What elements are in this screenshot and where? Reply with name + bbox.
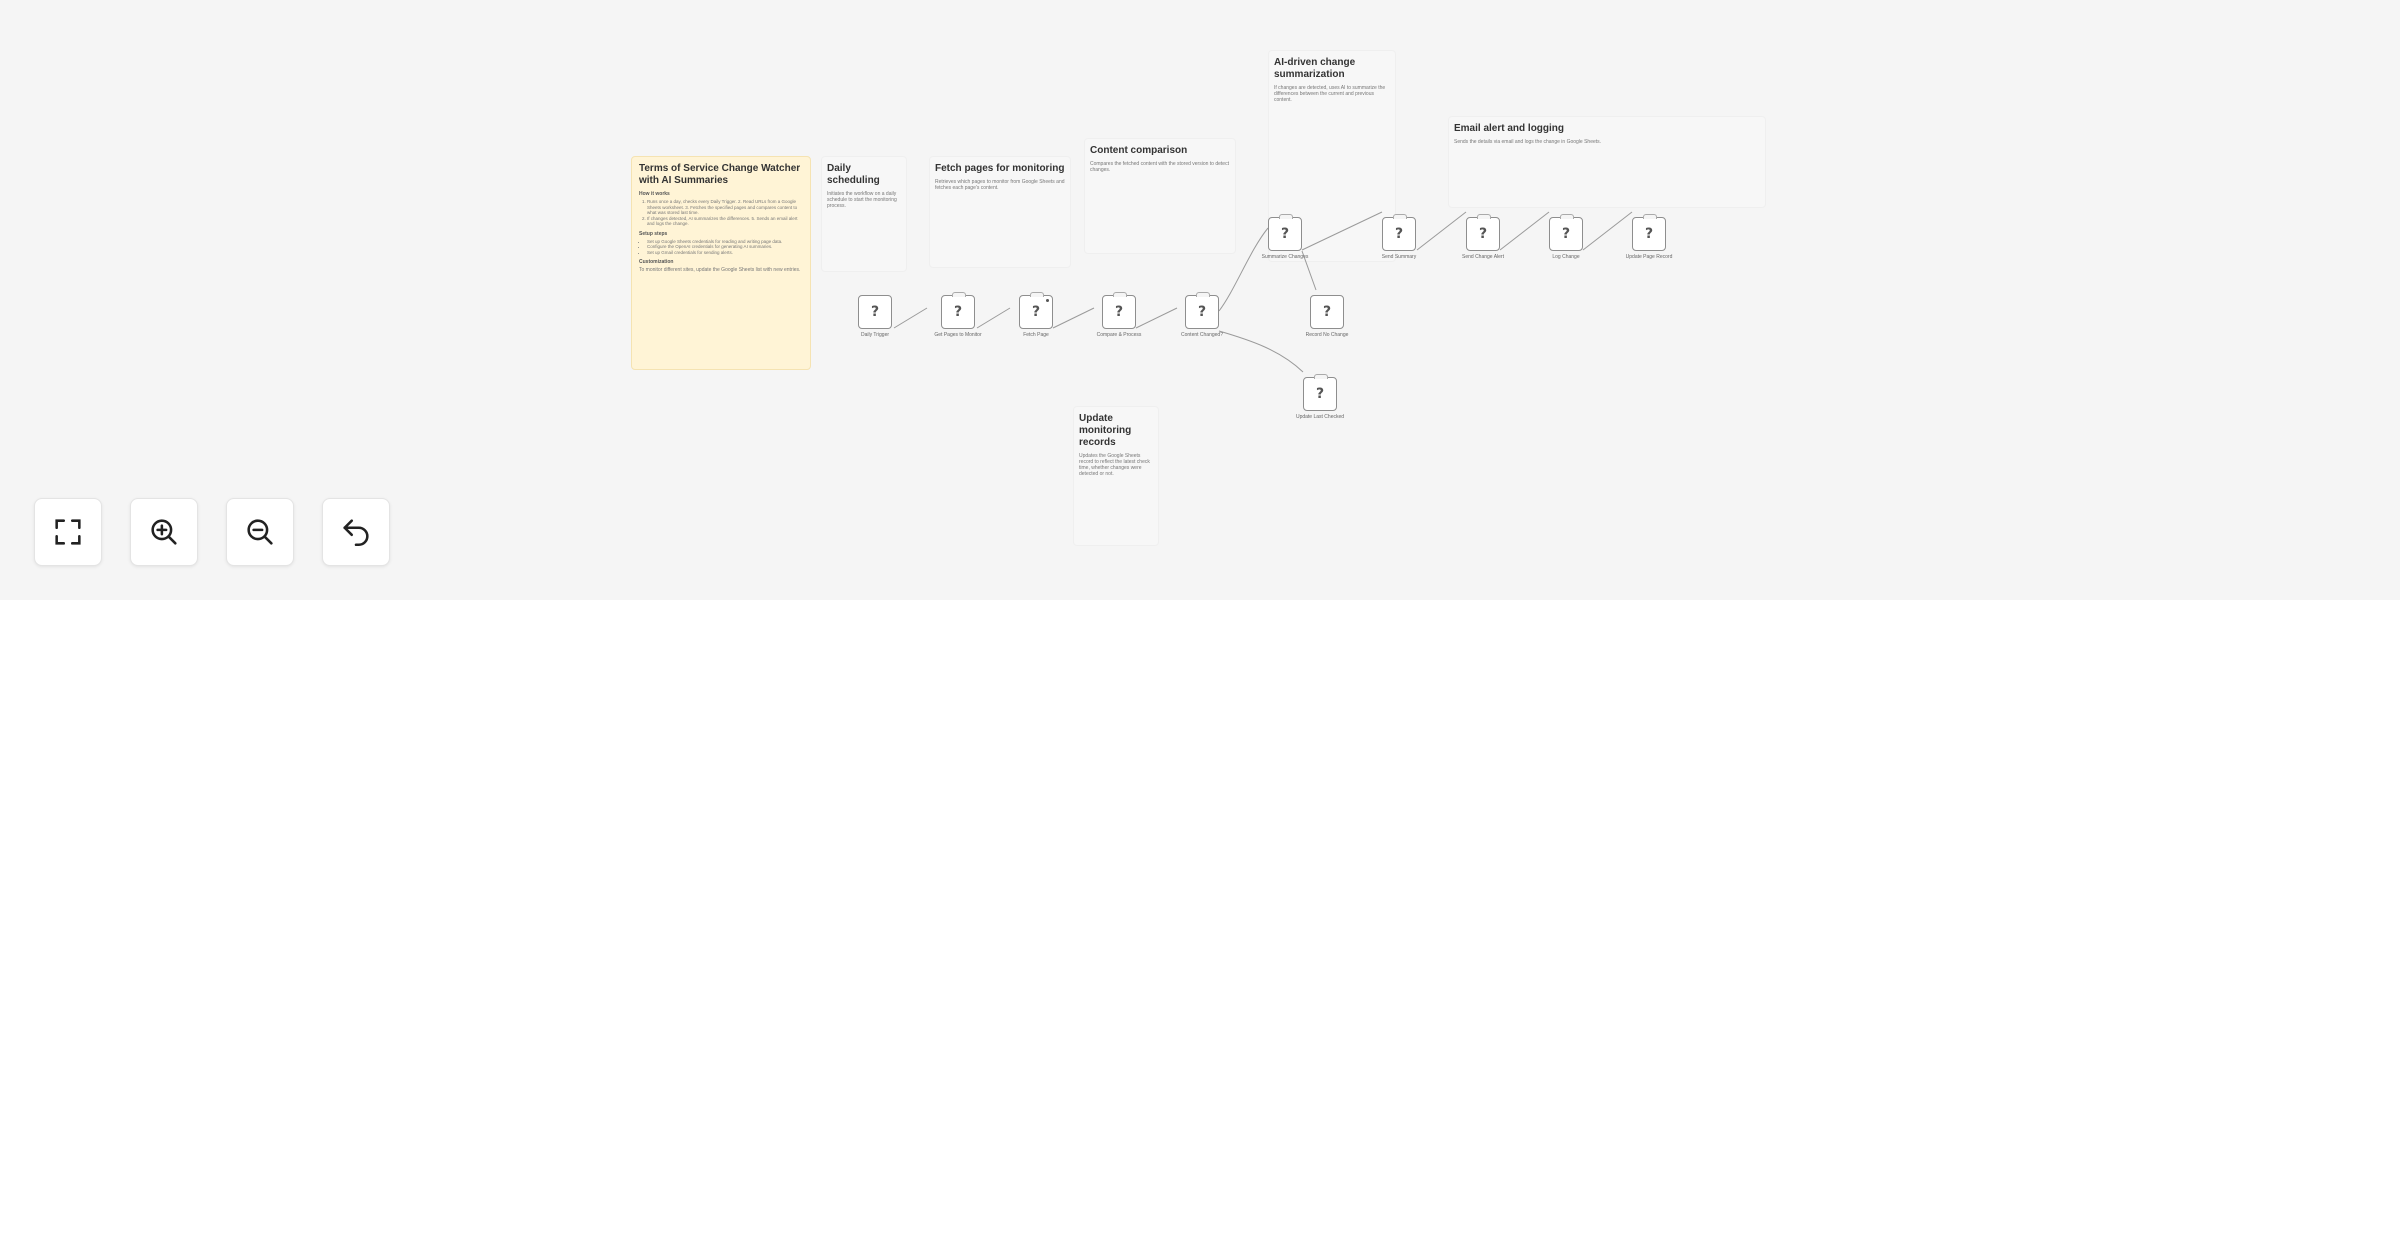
node-label: Compare & Process	[1096, 332, 1142, 338]
note-title: Content comparison	[1090, 145, 1188, 156]
note-title: Email alert and logging	[1454, 123, 1565, 134]
node-send-summary[interactable]: ?	[1382, 214, 1416, 251]
node-label: Log Change	[1552, 254, 1580, 260]
edge	[1052, 307, 1095, 329]
connections-layer	[893, 211, 1633, 373]
unknown-node-icon: ?	[1315, 386, 1325, 402]
zoom-in-button[interactable]	[130, 498, 198, 566]
node-content-changed[interactable]: ?	[1185, 292, 1219, 329]
unknown-node-icon: ?	[1478, 226, 1488, 242]
edge	[1301, 211, 1383, 251]
node-fetch-page[interactable]: ?	[1019, 292, 1053, 329]
node-label: Content Changed?	[1181, 332, 1223, 338]
zoom-out-button[interactable]	[226, 498, 294, 566]
node-tab	[1643, 214, 1657, 219]
how-step: If changes detected, AI summarizes the d…	[647, 216, 803, 227]
edge	[1218, 330, 1304, 373]
node-send-change-alert[interactable]: ?	[1466, 214, 1500, 251]
note-fetch-pages[interactable]: Fetch pages for monitoring Retrieves whi…	[929, 156, 1071, 268]
setup-heading: Setup steps	[639, 230, 668, 237]
node-update-page-record[interactable]: ?	[1632, 214, 1666, 251]
edge	[1416, 211, 1467, 251]
node-label: Get Pages to Monitor	[934, 332, 982, 338]
node-label: Send Change Alert	[1462, 254, 1504, 260]
node-record-no-change[interactable]: ?	[1310, 295, 1344, 329]
workflow-canvas[interactable]: Terms of Service Change Watcher with AI …	[0, 0, 2400, 600]
note-title: AI-driven change summarization	[1274, 57, 1356, 80]
node-label: Fetch Page	[1023, 332, 1049, 338]
unknown-node-icon: ?	[870, 304, 880, 320]
workflow-title: Terms of Service Change Watcher with AI …	[639, 163, 801, 186]
node-label: Update Page Record	[1625, 254, 1673, 260]
setup-step: Configure the OpenAI credentials for gen…	[647, 244, 803, 250]
node-log-change[interactable]: ?	[1549, 214, 1583, 251]
node-compare-process[interactable]: ?	[1102, 292, 1136, 329]
edge	[1499, 211, 1550, 251]
how-step: Runs once a day, checks every Daily Trig…	[647, 199, 803, 216]
node-tab	[1477, 214, 1491, 219]
note-text: Initiates the workflow on a daily schedu…	[827, 191, 897, 209]
note-title: Update monitoring records	[1079, 413, 1132, 448]
customization-heading: Customization	[639, 259, 674, 265]
node-tab	[1030, 292, 1044, 297]
fit-view-button[interactable]	[34, 498, 102, 566]
node-update-last-checked[interactable]: ?	[1303, 374, 1337, 411]
node-tab	[1560, 214, 1574, 219]
setup-step: Set up Google Sheets credentials for rea…	[647, 239, 803, 245]
unknown-node-icon: ?	[1394, 226, 1404, 242]
note-text: Sends the details via email and logs the…	[1454, 139, 1602, 145]
customization-text: To monitor different sites, update the G…	[639, 267, 801, 273]
unknown-node-icon: ?	[1322, 304, 1332, 320]
note-text: Compares the fetched content with the st…	[1090, 161, 1229, 173]
zoom-in-icon	[151, 519, 177, 545]
zoom-out-icon	[247, 519, 273, 545]
node-label: Send Summary	[1381, 254, 1417, 260]
unknown-node-icon: ?	[1197, 304, 1207, 320]
main-sticky-note[interactable]: Terms of Service Change Watcher with AI …	[631, 156, 811, 370]
node-tab	[1279, 214, 1293, 219]
node-tab	[1113, 292, 1127, 297]
note-text: Retrieves which pages to monitor from Go…	[935, 179, 1065, 191]
unknown-node-icon: ?	[1031, 304, 1041, 320]
undo-icon	[343, 519, 369, 547]
edge	[976, 307, 1011, 329]
node-label: Summarize Changes	[1261, 254, 1309, 260]
undo-button[interactable]	[322, 498, 390, 566]
note-text: Updates the Google Sheets record to refl…	[1079, 453, 1150, 477]
node-daily-trigger[interactable]: ?	[858, 295, 892, 329]
node-get-pages[interactable]: ?	[941, 292, 975, 329]
note-update-records[interactable]: Update monitoring records Updates the Go…	[1073, 406, 1159, 546]
unknown-node-icon: ?	[953, 304, 963, 320]
unknown-node-icon: ?	[1561, 226, 1571, 242]
node-tab	[1196, 292, 1210, 297]
node-label: Update Last Checked	[1295, 414, 1345, 420]
node-label: Daily Trigger	[860, 332, 890, 338]
note-email-alert[interactable]: Email alert and logging Sends the detail…	[1448, 116, 1766, 208]
node-label: Record No Change	[1305, 332, 1349, 338]
note-text: If changes are detected, uses AI to summ…	[1274, 85, 1386, 103]
edge	[893, 307, 928, 329]
note-content-comparison[interactable]: Content comparison Compares the fetched …	[1084, 138, 1236, 254]
node-tab	[952, 292, 966, 297]
note-title: Daily scheduling	[827, 163, 880, 186]
fit-view-icon	[55, 519, 81, 545]
unknown-node-icon: ?	[1280, 226, 1290, 242]
edge	[1218, 227, 1269, 312]
how-it-works-heading: How it works	[639, 191, 670, 197]
unknown-node-icon: ?	[1644, 226, 1654, 242]
edge	[1135, 307, 1178, 329]
node-summarize-changes[interactable]: ?	[1268, 214, 1302, 251]
edge	[1301, 250, 1317, 291]
note-title: Fetch pages for monitoring	[935, 163, 1065, 174]
unknown-node-icon: ?	[1114, 304, 1124, 320]
note-daily-scheduling[interactable]: Daily scheduling Initiates the workflow …	[821, 156, 907, 272]
node-tab	[1393, 214, 1407, 219]
edge	[1582, 211, 1633, 251]
setup-step: Set up Gmail credentials for sending ale…	[647, 250, 803, 256]
node-tab	[1314, 374, 1328, 379]
node-status-dot	[1046, 299, 1049, 302]
